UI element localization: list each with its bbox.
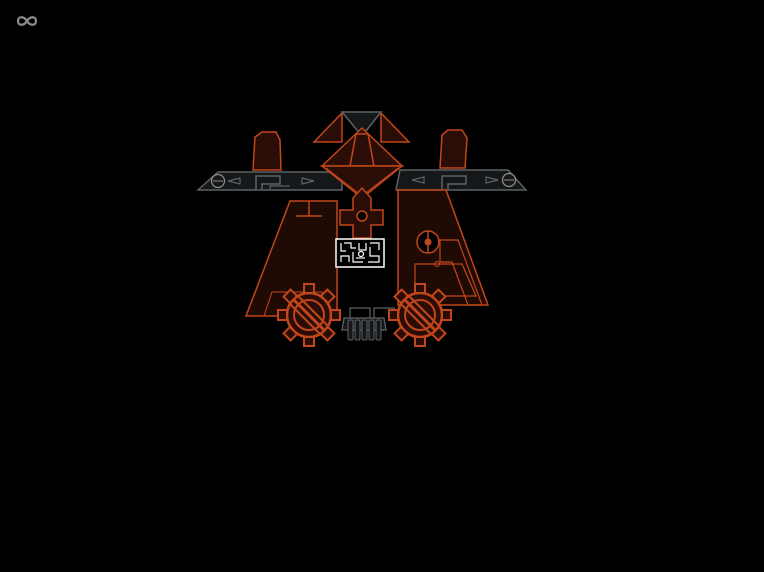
- gear-icon-left: [276, 282, 342, 348]
- right-tower: [439, 129, 468, 169]
- maze-puzzle-icon: [340, 242, 380, 263]
- maze-puzzle-tile[interactable]: [335, 238, 385, 268]
- central-cross: [339, 186, 384, 239]
- left-metal-arm: [196, 171, 343, 191]
- right-body-panel: [397, 189, 490, 306]
- left-tower: [252, 131, 282, 171]
- lower-mechanism: [341, 307, 395, 341]
- top-crown: [312, 111, 411, 199]
- gear-icon-right: [387, 282, 453, 348]
- infinity-icon: [16, 16, 38, 26]
- right-metal-arm: [395, 169, 528, 191]
